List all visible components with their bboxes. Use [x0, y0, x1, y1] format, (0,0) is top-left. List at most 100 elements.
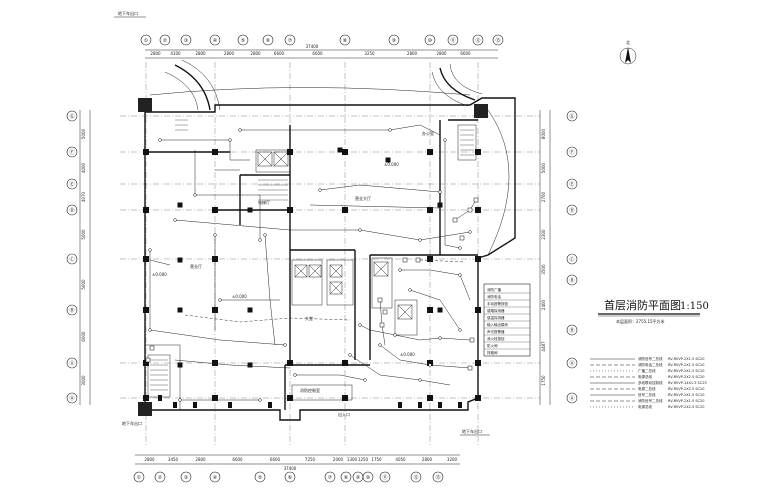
top-grid-bubble: ⑬ [492, 34, 504, 46]
svg-text:RV-RVVP-2X1.5 SC20: RV-RVVP-2X1.5 SC20 [668, 363, 704, 367]
building-outline [138, 97, 516, 421]
top-dim: 2800 [195, 51, 206, 56]
top-total-dim: 37400 [306, 44, 319, 49]
svg-text:⑥: ⑥ [266, 38, 271, 44]
top-grid-bubble: ④ [209, 34, 221, 46]
level-mark-4: ±0.000 [400, 352, 415, 357]
top-grid-bubble: ③ [180, 34, 192, 46]
facade-pier [228, 402, 232, 408]
detector-icon [358, 228, 362, 232]
column [287, 207, 293, 213]
svg-text:⑫: ⑫ [413, 474, 418, 481]
svg-text:Ⓓ: Ⓓ [69, 207, 74, 214]
left-grid-bubble: Ⓐ [66, 392, 78, 404]
right-grid: ⒼⒻⒺⒹⒸⒷⒷⒶⒶ8000500027002300350024004487175… [539, 110, 578, 405]
room-office: 办公室 [422, 130, 434, 136]
column [475, 256, 481, 262]
right-grid-bubble: Ⓔ [566, 178, 578, 190]
left-dim: 5000 [81, 279, 86, 290]
module-icon [415, 257, 421, 263]
detector-icon [213, 233, 217, 237]
svg-text:Ⓔ: Ⓔ [69, 181, 74, 188]
right-grid-bubble: Ⓐ [566, 357, 578, 369]
right-grid-bubble: Ⓑ [566, 274, 578, 286]
detector-icon [438, 336, 442, 340]
facade-pier [158, 395, 162, 401]
svg-text:④: ④ [213, 475, 218, 481]
detector-icon [148, 328, 152, 332]
table-row: 消防广播 [487, 287, 501, 292]
left-grid-bubble: Ⓑ [66, 304, 78, 316]
bottom-grid-bubble: ③ [180, 471, 192, 483]
bottom-grid-bubble: ① [133, 471, 145, 483]
room-shop: 营业厅 [190, 263, 202, 269]
top-grid-bubble: ⑪ [447, 34, 459, 46]
left-grid-bubble: Ⓖ [66, 110, 78, 122]
column [385, 157, 391, 163]
bottom-grid-bubble: ② [154, 471, 166, 483]
table-row: 感温探测器 [487, 315, 505, 320]
detector-icon [193, 193, 197, 197]
column [475, 360, 481, 366]
svg-text:Ⓐ: Ⓐ [69, 395, 74, 402]
column [475, 395, 481, 401]
detector-icon [443, 138, 447, 142]
column [437, 307, 443, 313]
svg-text:⑨: ⑨ [392, 38, 396, 44]
svg-text:RV-RVVP-2X2.5 SC20: RV-RVVP-2X2.5 SC20 [668, 375, 704, 379]
svg-text:多线联动控制线: 多线联动控制线 [638, 380, 663, 385]
column [287, 360, 293, 366]
svg-text:Ⓑ: Ⓑ [569, 327, 574, 334]
top-dim: 2800 [407, 51, 418, 56]
svg-text:⑦: ⑦ [288, 38, 293, 44]
level-mark-3: ±0.000 [152, 272, 167, 277]
right-grid-bubble: Ⓕ [566, 146, 578, 158]
left-dim: 3000 [81, 375, 86, 386]
column [342, 207, 348, 213]
detector-icon [428, 363, 432, 367]
module-icon [379, 322, 385, 328]
column [427, 307, 433, 313]
title-block: 首层消防平面图 1:150 本层面积：2755.15平方米 [598, 298, 709, 324]
bottom-dim: 3450 [168, 457, 179, 462]
top-dim: 2800 [224, 51, 235, 56]
room-elevator: 电梯厅 [258, 199, 270, 205]
bottom-grid-bubble: ⑫ [410, 471, 422, 483]
detector-icon [148, 248, 152, 252]
svg-text:②: ② [158, 475, 163, 481]
svg-text:电源总线: 电源总线 [638, 404, 652, 409]
top-dim: 2800 [436, 51, 447, 56]
facade-pier [398, 402, 402, 408]
module-icon [469, 337, 475, 343]
left-grid-bubble: Ⓓ [66, 204, 78, 216]
right-grid-bubble: Ⓒ [566, 253, 578, 265]
left-grid-bubble: Ⓐ [66, 357, 78, 369]
detector-icon [438, 190, 442, 194]
top-dim: 6600 [460, 51, 471, 56]
column [212, 360, 218, 366]
table-row: 消火栓按钮 [487, 336, 505, 341]
svg-text:⑧: ⑧ [343, 38, 348, 44]
svg-text:⑥: ⑥ [288, 475, 293, 481]
detector-icon [358, 323, 362, 327]
bottom-grid-bubble: ⑧ [340, 471, 352, 483]
svg-text:⑧: ⑧ [344, 475, 349, 481]
top-grid-bubble: ① [140, 34, 152, 46]
detector-icon [173, 218, 177, 222]
right-dim: 2400 [541, 299, 546, 310]
elevator-shafts [257, 151, 413, 320]
svg-text:⑬: ⑬ [495, 37, 500, 44]
stair-hatching [150, 119, 474, 391]
column [143, 395, 149, 401]
detector-icon [418, 238, 422, 242]
column [247, 362, 253, 368]
svg-text:⑪: ⑪ [450, 37, 455, 44]
column [212, 207, 218, 213]
table-row: 声光报警器 [487, 329, 505, 334]
column [143, 360, 149, 366]
svg-text:⑤: ⑤ [258, 475, 262, 481]
detector-icon [458, 273, 462, 277]
